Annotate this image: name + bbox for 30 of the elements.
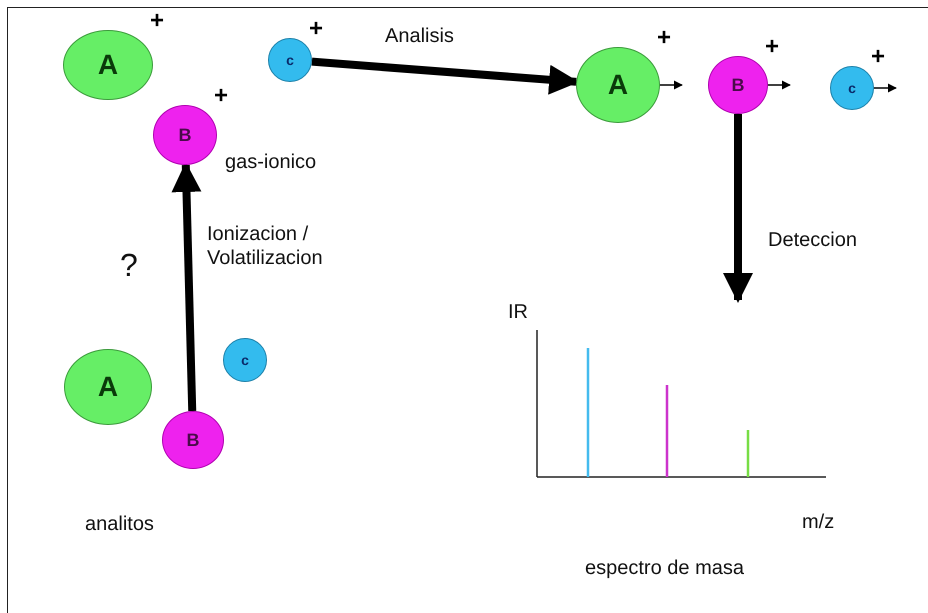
charge-sign: + — [150, 9, 164, 33]
ion-letter: c — [241, 352, 249, 368]
arrow — [723, 114, 753, 303]
edge-label: Analisis — [385, 24, 454, 48]
group-label: analitos — [85, 512, 154, 536]
spectrum-caption: espectro de masa — [585, 556, 744, 580]
group-label: gas-ionico — [225, 150, 316, 174]
axis-label: IR — [508, 300, 528, 324]
charge-sign: + — [871, 45, 886, 69]
ion-letter: c — [848, 80, 856, 96]
arrow — [874, 84, 897, 92]
arrow — [660, 80, 683, 90]
ion-circle — [223, 338, 267, 382]
charge-sign: + — [214, 84, 228, 108]
charge-sign: + — [657, 26, 672, 50]
edge-label: Ionizacion / Volatilizacion — [207, 222, 324, 270]
ion-letter: B — [186, 430, 200, 450]
ion-letter: A — [98, 371, 118, 403]
arrow — [172, 162, 202, 412]
edge-label: Deteccion — [768, 228, 857, 252]
charge-sign: + — [309, 17, 324, 41]
ion-letter: B — [732, 74, 744, 96]
question-mark: ? — [120, 246, 138, 284]
ion-letter: A — [98, 49, 118, 81]
charge-sign: + — [765, 35, 780, 59]
ion-letter: A — [608, 69, 628, 101]
ion-letter: B — [178, 124, 192, 146]
ion-letter: c — [286, 52, 294, 68]
axis-label: m/z — [802, 510, 834, 534]
arrow — [768, 80, 791, 90]
